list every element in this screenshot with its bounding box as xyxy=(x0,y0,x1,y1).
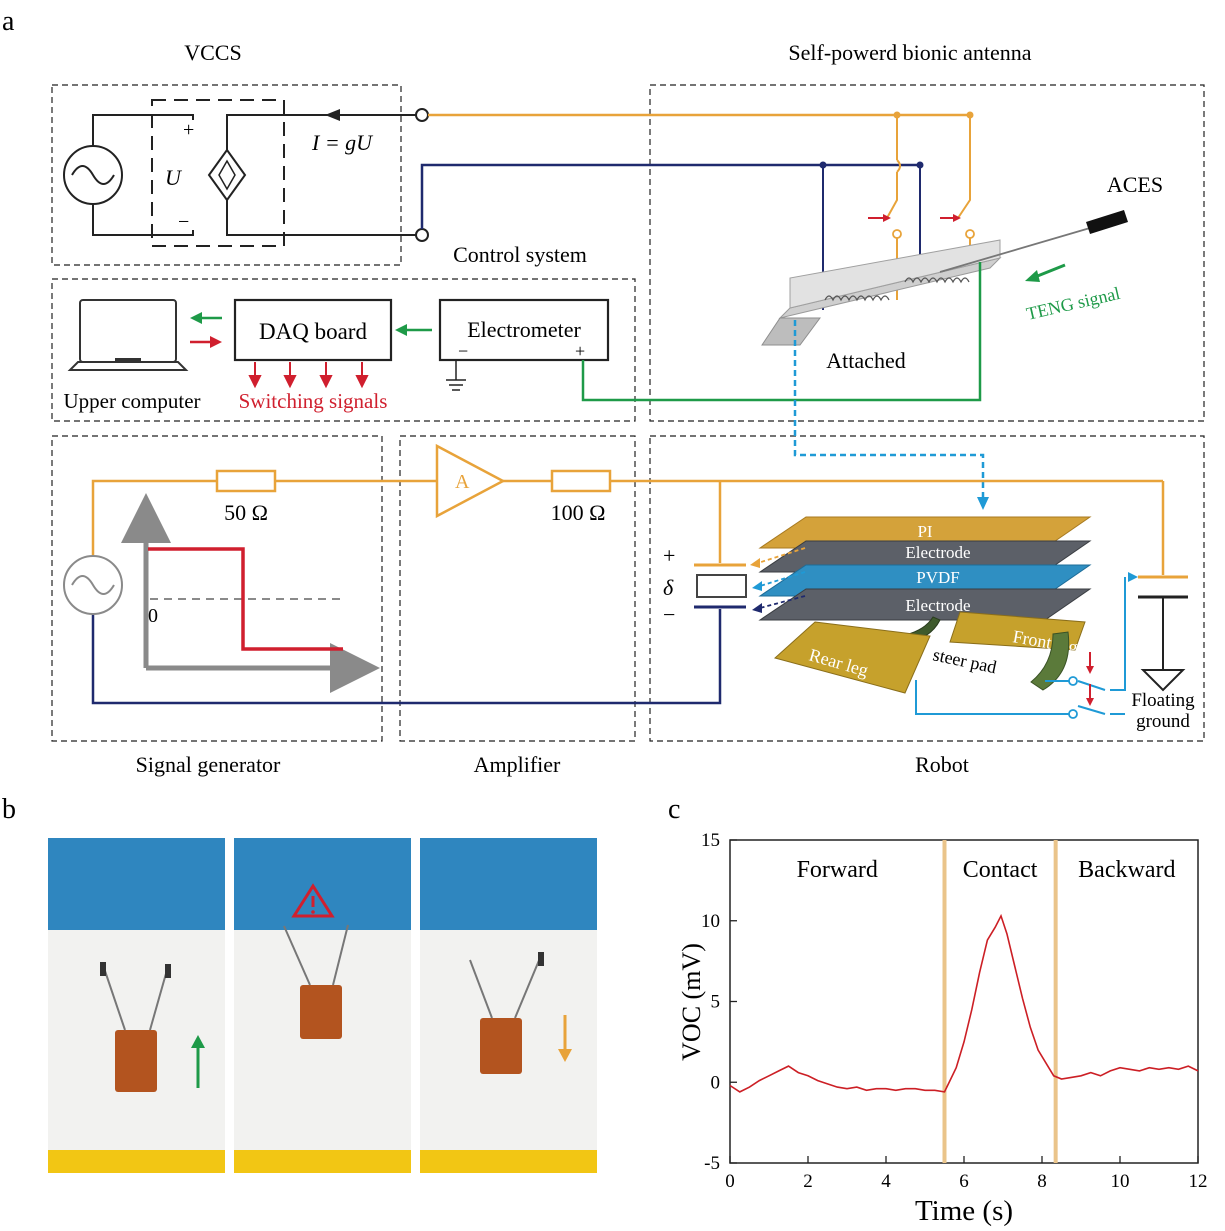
resistor-50-label: 50 Ω xyxy=(224,500,268,525)
x-tick-label-5: 10 xyxy=(1111,1171,1130,1192)
photo-strip xyxy=(48,838,597,1173)
photo-backward xyxy=(420,838,597,1173)
series-line xyxy=(729,913,1199,1093)
layer-pi: PI xyxy=(917,522,932,541)
x-axis-label: Time (s) xyxy=(915,1195,1013,1227)
resistor-100-label: 100 Ω xyxy=(551,500,606,525)
vccs-inner-box xyxy=(151,99,285,247)
amplifier-title: Amplifier xyxy=(474,752,561,777)
y-tick-label-3: 10 xyxy=(701,911,720,932)
y-axis-label: VOC (mV) xyxy=(677,943,706,1061)
vccs-current: I = gU xyxy=(311,130,374,155)
vccs-plus: + xyxy=(183,119,194,141)
x-tick-label-4: 8 xyxy=(1037,1171,1047,1192)
photo-forward xyxy=(48,838,225,1173)
switching-signals-label: Switching signals xyxy=(239,389,388,413)
x-tick-label-2: 4 xyxy=(881,1171,891,1192)
aces-label: ACES xyxy=(1107,172,1163,197)
x-tick-label-6: 12 xyxy=(1189,1171,1208,1192)
amplifier-icon xyxy=(435,443,506,519)
vccs-circuit: + − U I = gU xyxy=(63,99,429,247)
terminal-bottom-icon xyxy=(415,228,429,242)
x-tick-label-3: 6 xyxy=(959,1171,969,1192)
dependent-source-icon xyxy=(207,148,247,202)
region-label-1: Contact xyxy=(963,857,1038,883)
terminal-top-icon xyxy=(415,108,429,122)
control-title: Control system xyxy=(453,242,587,267)
daq-board-label: DAQ board xyxy=(259,319,367,344)
vccs-u: U xyxy=(165,165,183,190)
amplifier-a: A xyxy=(455,471,470,493)
photo-contact xyxy=(234,838,411,1173)
laptop-base-icon xyxy=(67,361,189,371)
antenna-wires xyxy=(420,111,975,310)
square-wave-inset: 0 xyxy=(121,493,380,693)
control-box xyxy=(51,278,636,422)
antenna-title: Self-powerd bionic antenna xyxy=(788,40,1031,65)
robot-delta: δ xyxy=(663,575,674,600)
current-arrow-icon xyxy=(325,109,340,121)
robot-plus: + xyxy=(663,543,675,568)
vccs-title: VCCS xyxy=(184,40,241,65)
robot-title: Robot xyxy=(915,752,969,777)
laptop-screen-icon xyxy=(79,299,177,363)
down-arrow-icon xyxy=(558,1049,572,1062)
y-tick-label-2: 5 xyxy=(711,992,721,1013)
electrometer-box xyxy=(438,298,610,362)
panel-a-label: a xyxy=(2,6,15,37)
antenna-to-robot-connector xyxy=(793,320,985,500)
electrometer-plus: + xyxy=(575,341,585,361)
main-circuit: 50 Ω A 100 Ω + δ − Floating ground xyxy=(63,443,1195,732)
resistor-100-icon xyxy=(550,469,612,493)
robot-stack: PI Electrode PVDF Electrode Front leg Re… xyxy=(750,516,1138,719)
region-label-0: Forward xyxy=(797,857,878,883)
vccs-minus: − xyxy=(178,211,189,233)
y-tick-label-4: 15 xyxy=(701,830,720,851)
floating-ground-icon xyxy=(1140,669,1186,692)
piezo-element-icon xyxy=(696,574,747,598)
teng-label: TENG signal xyxy=(1024,283,1122,324)
robot-minus: − xyxy=(663,602,675,627)
aces-tip-icon xyxy=(1086,210,1128,234)
daq-board-box xyxy=(233,298,393,362)
x-tick-label-0: 0 xyxy=(725,1171,735,1192)
electrometer-minus: − xyxy=(458,341,468,361)
antenna-box xyxy=(649,84,1205,422)
plot-frame xyxy=(729,839,1199,1164)
panel-c-label: c xyxy=(668,794,680,825)
inset-zero: 0 xyxy=(148,605,158,627)
dashed-boxes xyxy=(51,84,1205,742)
dependent-source-arrow-icon xyxy=(218,159,236,191)
panel-b-label: b xyxy=(2,794,16,825)
layer-electrode-2: Electrode xyxy=(905,596,970,615)
resistor-50-icon xyxy=(215,469,277,493)
layer-electrode-1: Electrode xyxy=(905,543,970,562)
steer-pad-label: steer pad xyxy=(931,644,998,677)
electrometer-label: Electrometer xyxy=(467,317,581,342)
control-system: Upper computer DAQ board Electrometer − … xyxy=(63,262,982,413)
y-tick-label-0: -5 xyxy=(704,1153,720,1174)
signal-generator-title: Signal generator xyxy=(136,752,281,777)
y-tick-label-1: 0 xyxy=(711,1072,721,1093)
layer-pvdf: PVDF xyxy=(916,568,959,587)
ground-label: ground xyxy=(1136,711,1190,732)
up-arrow-icon xyxy=(191,1035,205,1048)
attached-label: Attached xyxy=(826,348,905,373)
vccs-box xyxy=(51,84,402,266)
upper-computer-label: Upper computer xyxy=(63,389,200,413)
floating-label: Floating xyxy=(1131,690,1195,711)
warning-icon xyxy=(291,883,335,918)
signal-generator-box xyxy=(51,435,383,742)
x-tick-label-1: 2 xyxy=(803,1171,813,1192)
robot-box xyxy=(649,435,1205,742)
sine-icon xyxy=(71,165,115,185)
switching-arrows-icon xyxy=(248,362,369,389)
region-label-2: Backward xyxy=(1078,857,1175,883)
